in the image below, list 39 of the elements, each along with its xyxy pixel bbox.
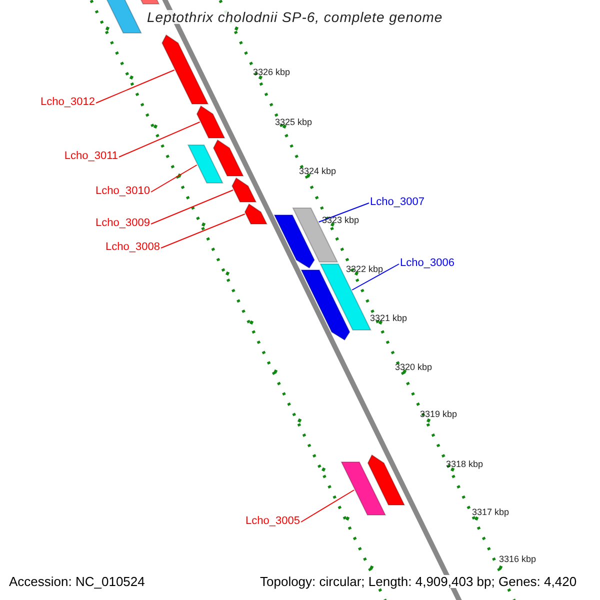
gene-bar xyxy=(196,105,226,138)
footer-text: Accession: NC_010524 xyxy=(9,575,145,588)
scale-label: 3316 kbp xyxy=(499,555,536,564)
leader-line xyxy=(96,70,175,104)
footer-text: Topology: circular; Length: 4,909,403 bp; Genes: 4,420 xyxy=(260,575,577,588)
gene-label: Lcho_3008 xyxy=(106,242,160,253)
gene-label: Lcho_3005 xyxy=(246,516,300,527)
leader-line xyxy=(318,202,370,222)
leader-line xyxy=(150,164,198,192)
leader-line xyxy=(150,190,234,224)
leader-line xyxy=(118,122,200,158)
gene-bar xyxy=(367,454,406,506)
scale-label: 3319 kbp xyxy=(420,410,458,419)
leader-line xyxy=(352,264,400,290)
gene-label: Lcho_3006 xyxy=(400,258,454,269)
gene-bar xyxy=(274,214,315,269)
scale-label: 3318 kbp xyxy=(446,460,484,469)
leader-line xyxy=(300,490,355,522)
gene-label: Lcho_3007 xyxy=(370,197,424,208)
scale-label: 3324 kbp xyxy=(299,167,336,176)
gene-bar xyxy=(244,203,268,224)
gene-label: Lcho_3010 xyxy=(96,186,150,197)
gene-label: Lcho_3012 xyxy=(40,97,95,108)
gene-label: Lcho_3009 xyxy=(96,218,150,229)
scale-label: 3321 kbp xyxy=(370,314,408,323)
scale-label: 3326 kbp xyxy=(253,68,290,77)
gene-bar xyxy=(212,139,244,176)
scale-label: 3323 kbp xyxy=(322,216,360,225)
gene-bar xyxy=(187,144,224,184)
gene-bar xyxy=(232,177,257,202)
title: Leptothrix cholodnii SP-6, complete genome xyxy=(145,10,445,24)
scale-label: 3317 kbp xyxy=(472,508,510,517)
leader-line xyxy=(160,214,246,248)
gene-label: Lcho_3011 xyxy=(64,151,118,162)
gene-bar xyxy=(162,34,209,104)
gene-bar xyxy=(340,462,386,516)
scale-label: 3325 kbp xyxy=(275,118,312,127)
scale-label: 3322 kbp xyxy=(346,265,384,274)
scale-label: 3320 kbp xyxy=(395,363,432,372)
